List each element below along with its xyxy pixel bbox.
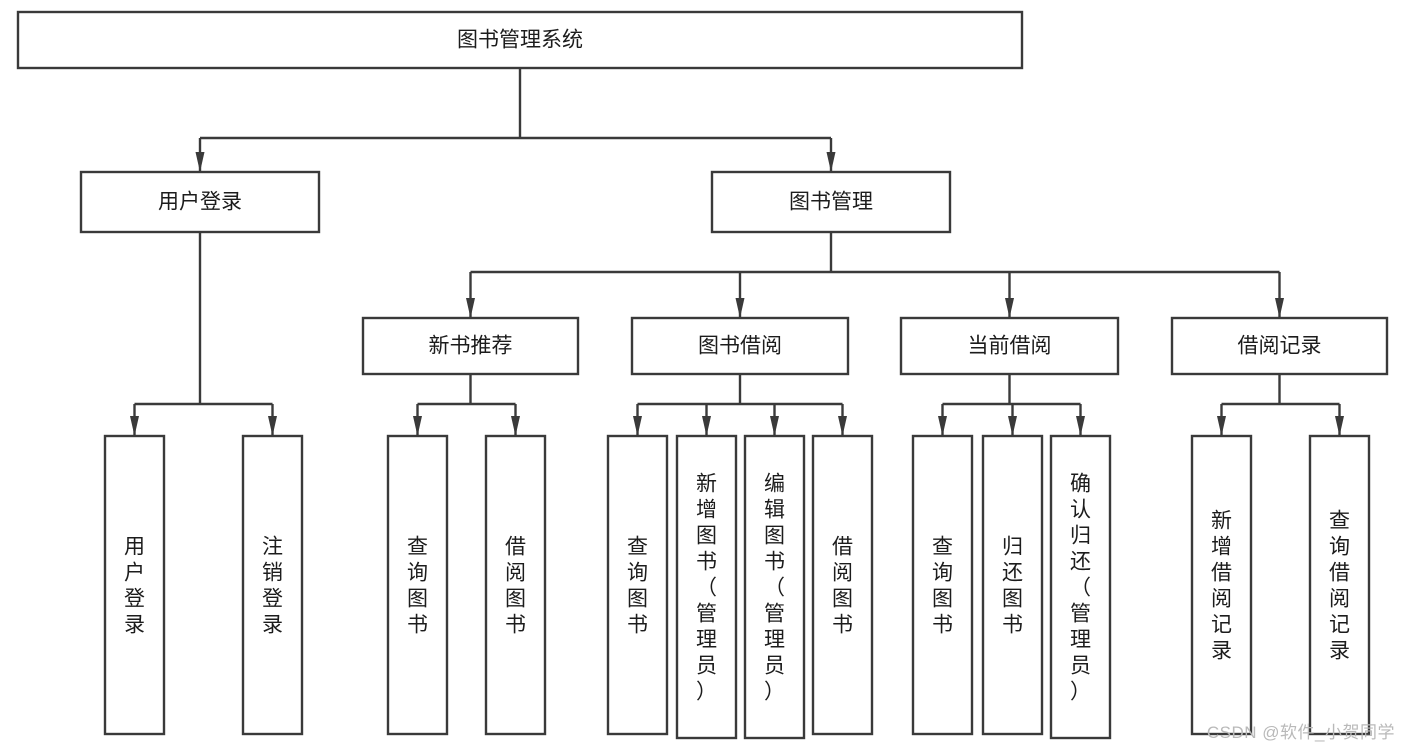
node-label: 用户登录 (158, 191, 242, 214)
node-label: 图书借阅 (698, 335, 782, 358)
node-box[interactable] (630, 316, 850, 376)
connector-layer (130, 68, 1344, 436)
node-box[interactable] (361, 316, 580, 376)
node-label: 归还图书 (1002, 535, 1023, 636)
node-leaf-3-借阅图书[interactable]: 借阅图书 (484, 434, 547, 736)
arrow-head (826, 152, 836, 172)
node-box[interactable] (675, 434, 738, 740)
node-leaf-1-注销登录[interactable]: 注销登录 (241, 434, 304, 736)
node-box[interactable] (103, 434, 166, 736)
node-label: 新增借阅记录 (1211, 509, 1232, 662)
arrow-head (633, 416, 642, 436)
arrow-head (1335, 416, 1344, 436)
node-leaf-10-确认归还管理员[interactable]: 确认归还（管理员） (1049, 434, 1112, 740)
node-box[interactable] (484, 434, 547, 736)
node-box[interactable] (1049, 434, 1112, 740)
arrow-head (195, 152, 205, 172)
arrow-head (130, 416, 139, 436)
node-label: 查询图书 (627, 535, 648, 636)
arrow-head (735, 298, 745, 318)
node-label: 图书管理 (789, 191, 873, 214)
node-l3-借阅记录[interactable]: 借阅记录 (1170, 316, 1389, 376)
arrow-head (702, 416, 711, 436)
arrow-head (466, 298, 475, 318)
node-leaf-5-新增图书管理员[interactable]: 新增图书（管理员） (675, 434, 738, 740)
node-leaf-7-借阅图书[interactable]: 借阅图书 (811, 434, 874, 736)
node-leaf-11-新增借阅记录[interactable]: 新增借阅记录 (1190, 434, 1253, 736)
node-label: 借阅图书 (832, 535, 853, 636)
node-box[interactable] (1170, 316, 1389, 376)
arrow-head (770, 416, 779, 436)
node-label: 借阅记录 (1238, 335, 1322, 358)
node-box[interactable] (16, 10, 1024, 70)
node-leaf-12-查询借阅记录[interactable]: 查询借阅记录 (1308, 434, 1371, 736)
node-label: 图书管理系统 (457, 29, 583, 52)
node-box[interactable] (981, 434, 1044, 736)
arrow-head (268, 416, 277, 436)
node-leaf-9-归还图书[interactable]: 归还图书 (981, 434, 1044, 736)
node-leaf-0-用户登录[interactable]: 用户登录 (103, 434, 166, 736)
node-root-图书管理系统[interactable]: 图书管理系统 (16, 10, 1024, 70)
node-label: 新书推荐 (429, 335, 513, 358)
arrow-head (938, 416, 947, 436)
node-label: 注销登录 (262, 535, 283, 636)
node-label: 用户登录 (124, 535, 145, 636)
node-box[interactable] (811, 434, 874, 736)
node-box[interactable] (79, 170, 321, 234)
arrow-head (1005, 298, 1014, 318)
node-l3-新书推荐[interactable]: 新书推荐 (361, 316, 580, 376)
arrow-head (413, 416, 422, 436)
node-box[interactable] (606, 434, 669, 736)
node-layer: 图书管理系统用户登录图书管理新书推荐图书借阅当前借阅借阅记录用户登录注销登录查询… (16, 10, 1389, 740)
node-box[interactable] (386, 434, 449, 736)
arrow-head (1275, 298, 1284, 318)
node-leaf-4-查询图书[interactable]: 查询图书 (606, 434, 669, 736)
node-box[interactable] (743, 434, 806, 740)
node-label: 编辑图书（管理员） (764, 472, 785, 703)
node-box[interactable] (1308, 434, 1371, 736)
node-l2-用户登录[interactable]: 用户登录 (79, 170, 321, 234)
node-label: 借阅图书 (505, 535, 526, 636)
node-leaf-2-查询图书[interactable]: 查询图书 (386, 434, 449, 736)
node-box[interactable] (911, 434, 974, 736)
node-label: 当前借阅 (968, 335, 1052, 358)
node-label: 新增图书（管理员） (696, 472, 717, 703)
node-label: 查询借阅记录 (1329, 509, 1350, 662)
node-box[interactable] (1190, 434, 1253, 736)
arrow-head (1217, 416, 1226, 436)
node-box[interactable] (710, 170, 952, 234)
arrow-head (1008, 416, 1017, 436)
node-box[interactable] (899, 316, 1120, 376)
node-leaf-8-查询图书[interactable]: 查询图书 (911, 434, 974, 736)
node-label: 确认归还（管理员） (1070, 472, 1091, 703)
node-l3-当前借阅[interactable]: 当前借阅 (899, 316, 1120, 376)
arrow-head (1076, 416, 1085, 436)
node-leaf-6-编辑图书管理员[interactable]: 编辑图书（管理员） (743, 434, 806, 740)
arrow-head (511, 416, 520, 436)
node-label: 查询图书 (932, 535, 953, 636)
arrow-head (838, 416, 847, 436)
node-l3-图书借阅[interactable]: 图书借阅 (630, 316, 850, 376)
node-box[interactable] (241, 434, 304, 736)
node-label: 查询图书 (407, 535, 428, 636)
node-l2-图书管理[interactable]: 图书管理 (710, 170, 952, 234)
